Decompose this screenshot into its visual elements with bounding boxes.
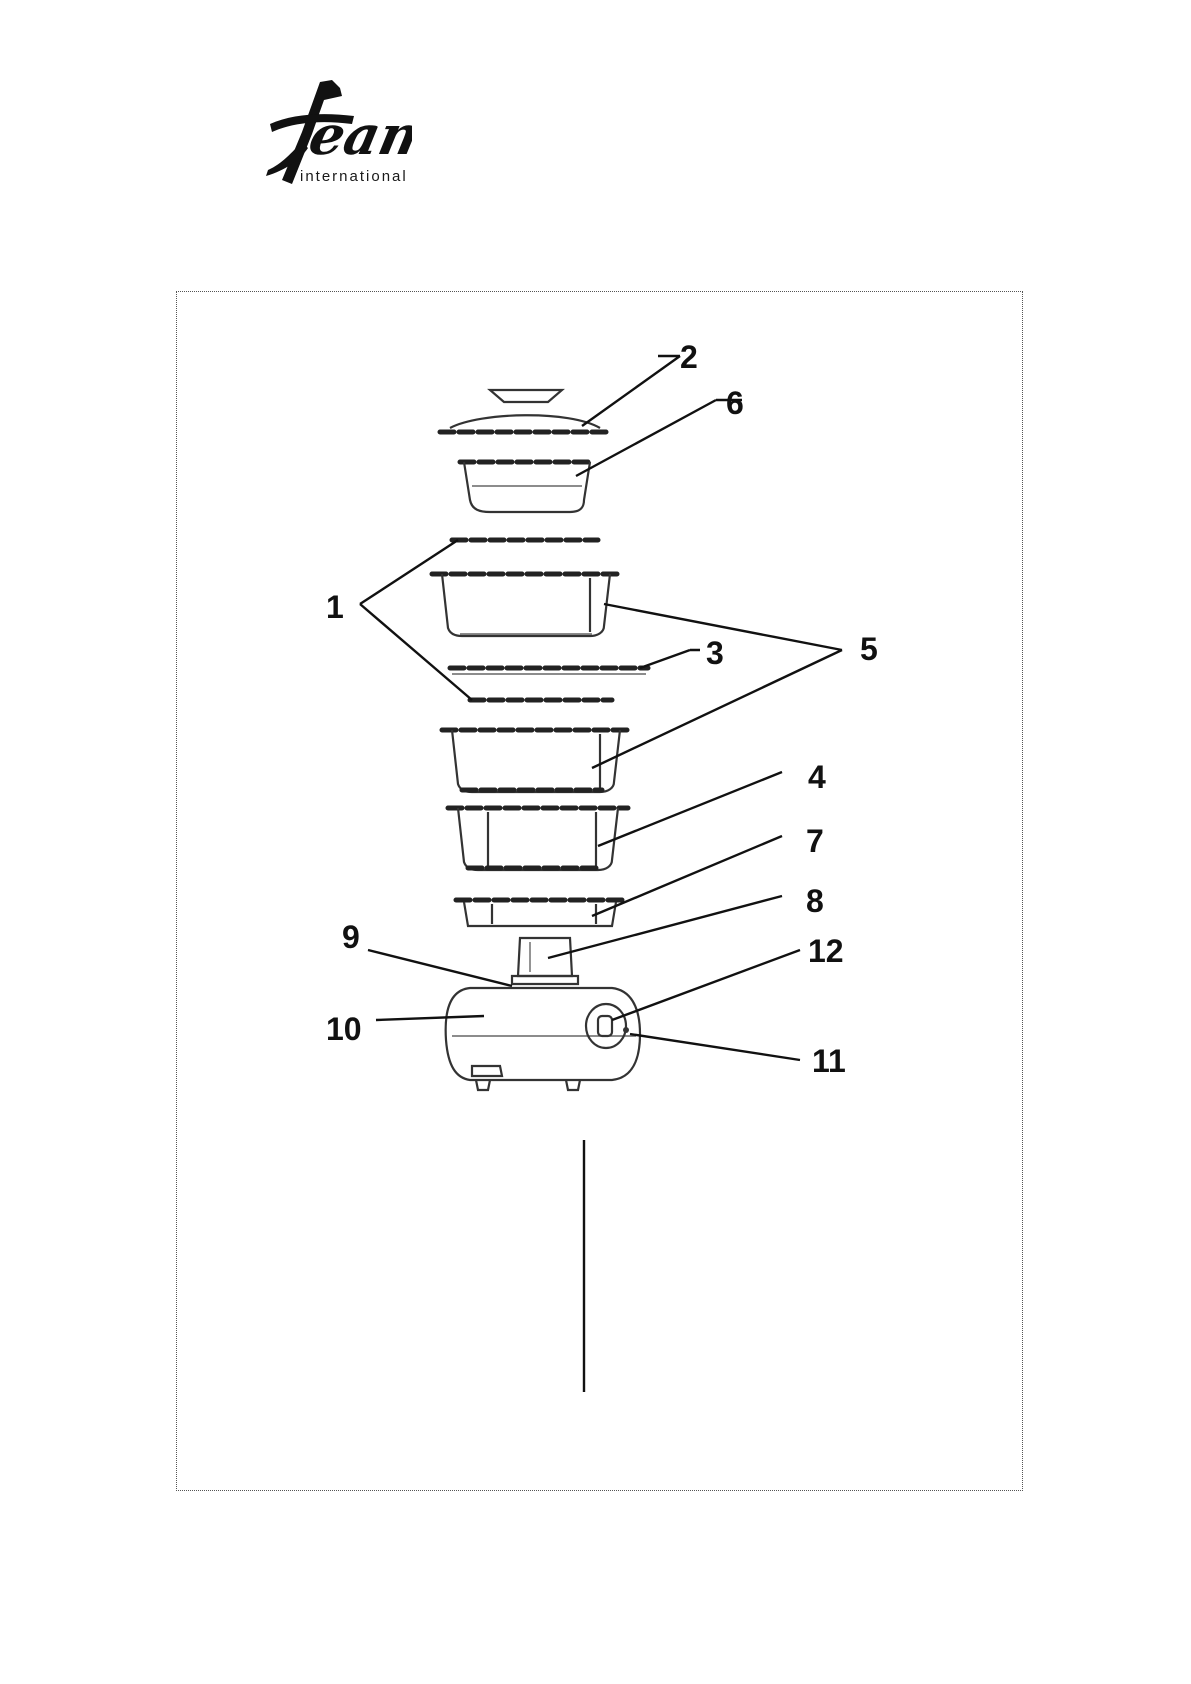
callout-5: 5 [860, 631, 878, 667]
steaming-bowl-upper [432, 574, 618, 636]
steaming-bowl-lower [448, 808, 628, 870]
callout-3: 3 [706, 635, 724, 671]
egg-tray [450, 668, 648, 674]
rice-bowl [460, 462, 590, 512]
leader-lines [360, 356, 842, 1392]
callout-9: 9 [342, 919, 360, 955]
steaming-bowl-middle [442, 730, 630, 792]
callout-12: 12 [808, 933, 844, 969]
callout-7: 7 [806, 823, 824, 859]
steam-vent [512, 938, 578, 984]
callout-1: 1 [326, 589, 344, 625]
callout-2: 2 [680, 339, 698, 375]
base-unit [446, 988, 640, 1090]
callout-4: 4 [808, 759, 826, 795]
callout-8: 8 [806, 883, 824, 919]
callout-11: 11 [812, 1043, 846, 1079]
callout-10: 10 [326, 1011, 362, 1047]
callout-6: 6 [726, 385, 744, 421]
